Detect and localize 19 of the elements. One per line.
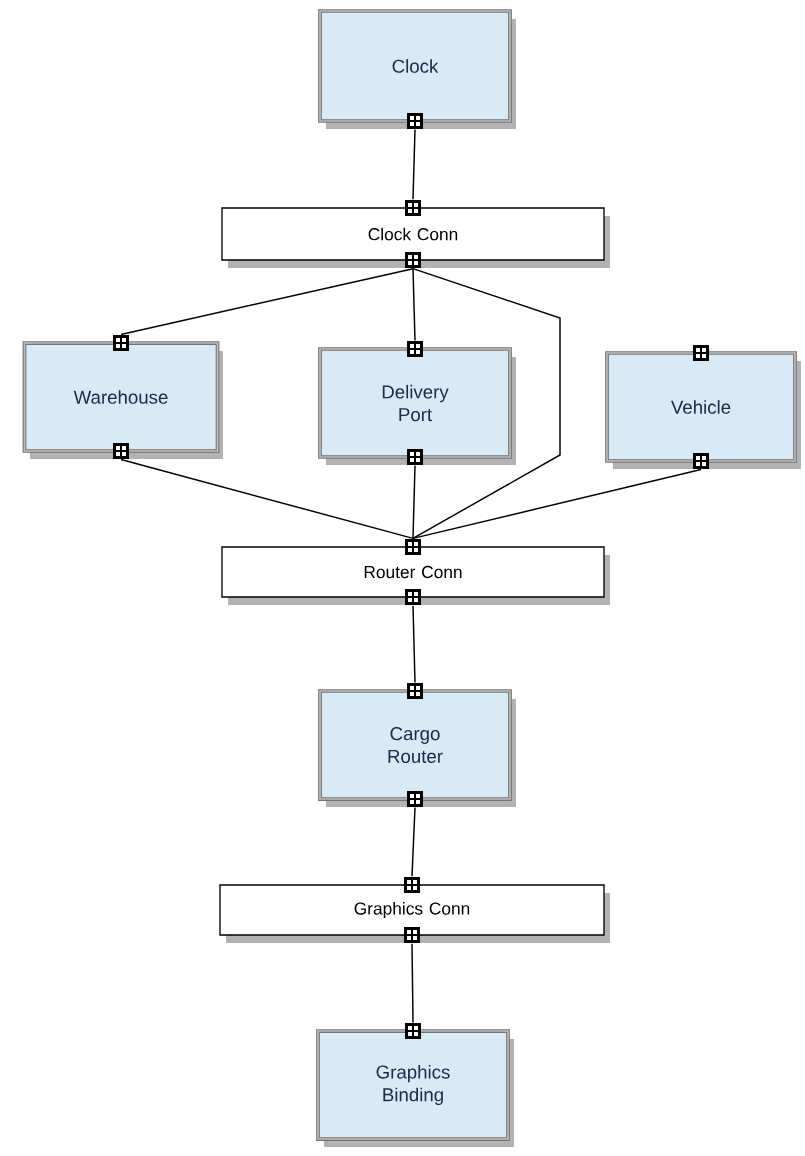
connector-box: Clock Conn [221, 200, 610, 268]
connector-line [412, 267, 416, 342]
connector-line [120, 458, 414, 540]
component-box: Vehicle [605, 345, 801, 469]
connector-line [411, 806, 416, 878]
connector-line [412, 464, 416, 540]
connector-box: Router Conn [221, 539, 610, 605]
component-box: Cargo Router [318, 683, 516, 807]
connector-line [412, 468, 702, 540]
component-box: Graphics Binding [316, 1023, 514, 1147]
connector-line [412, 604, 416, 684]
connector-line [120, 267, 414, 336]
connector-box: Graphics Conn [219, 877, 610, 943]
connector-line [412, 128, 416, 201]
connector-line [412, 267, 561, 540]
component-box: Delivery Port [318, 341, 516, 465]
component-box: Warehouse [22, 335, 223, 459]
connector-line [411, 942, 414, 1024]
component-box: Clock [318, 9, 516, 129]
